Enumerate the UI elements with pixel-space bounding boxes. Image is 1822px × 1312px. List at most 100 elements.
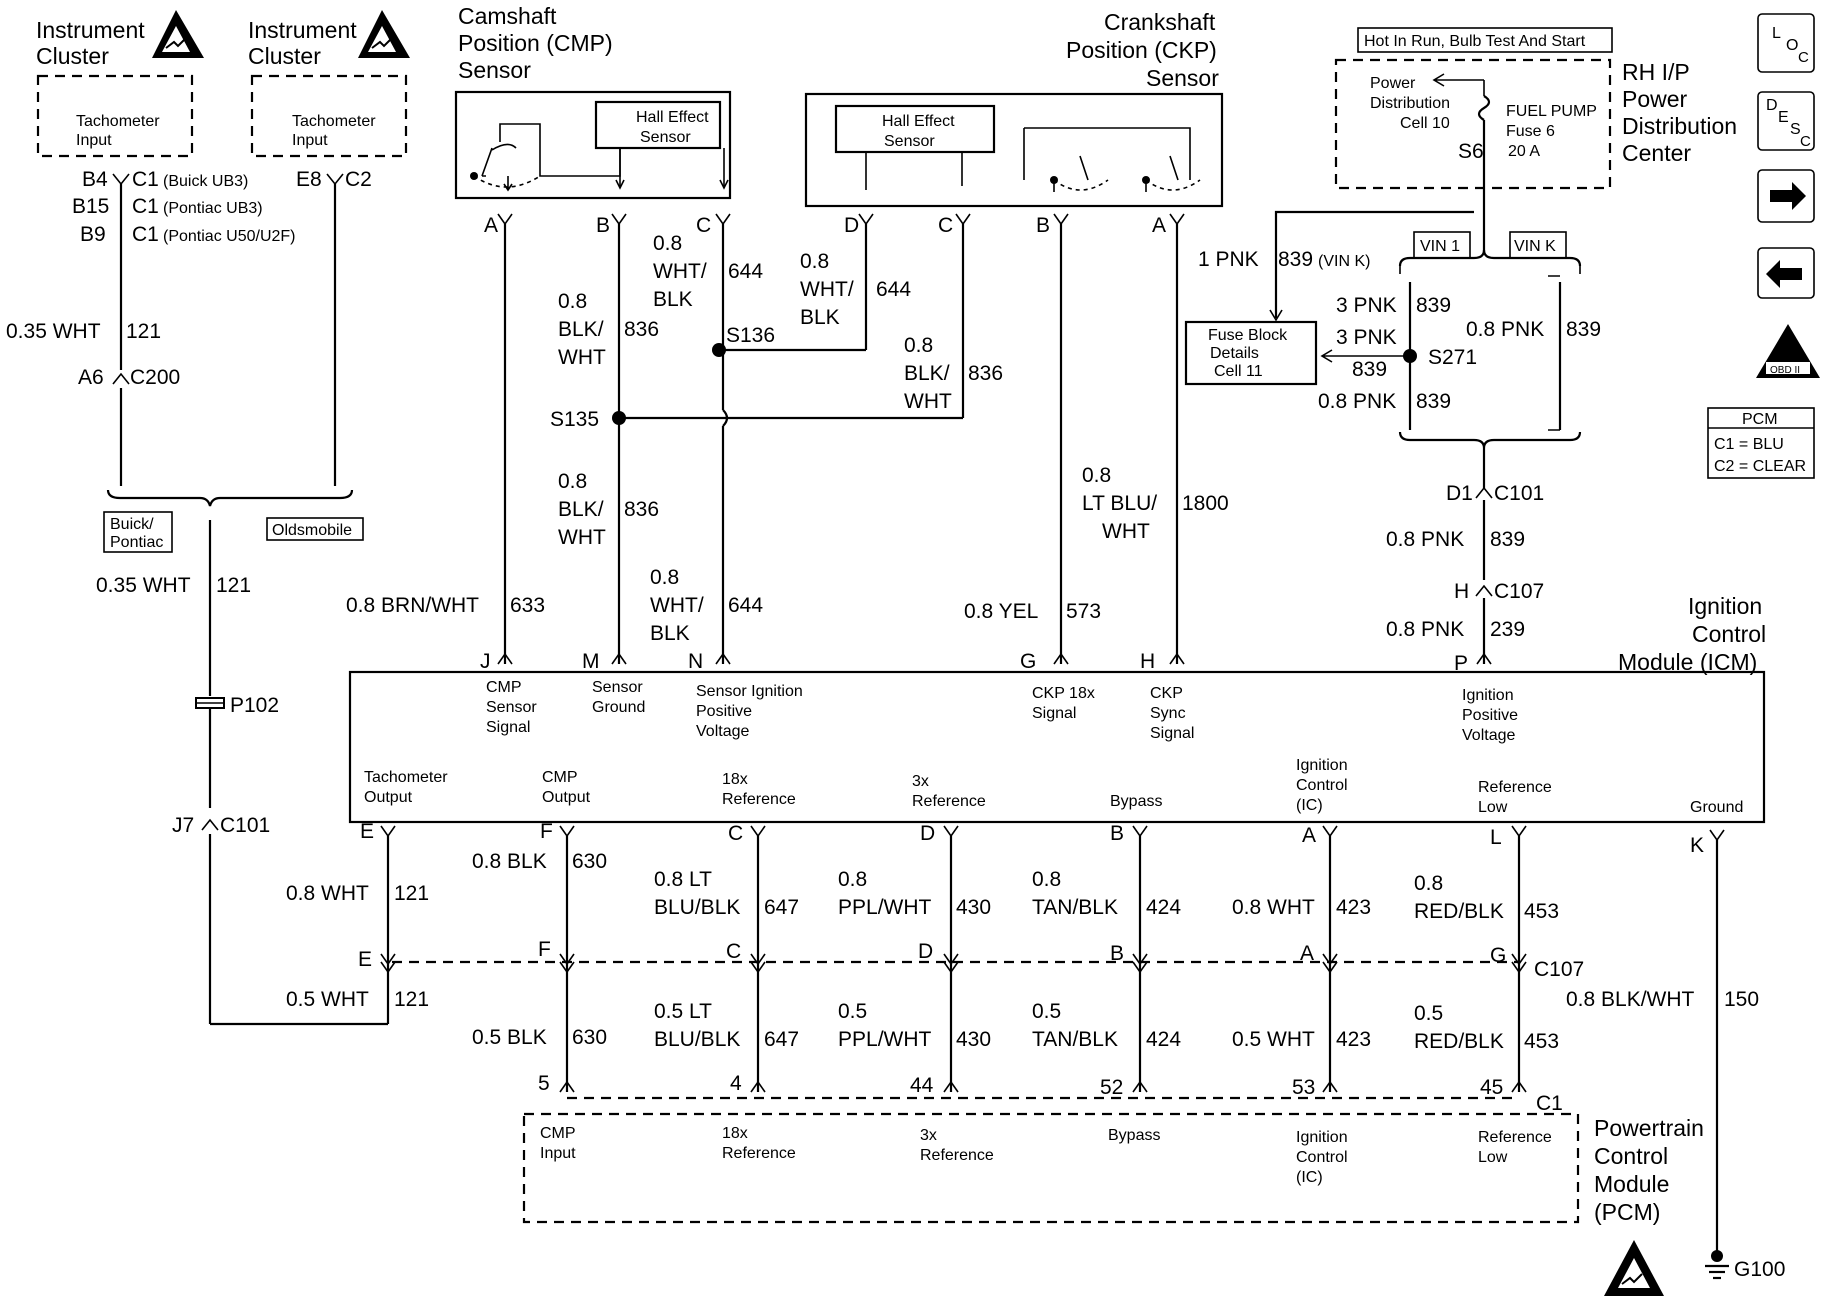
svg-text:Module (ICM): Module (ICM) [1618,649,1757,675]
svg-text:Bypass: Bypass [1108,1127,1160,1144]
svg-text:0.8 LT: 0.8 LT [654,868,712,891]
svg-text:WHT: WHT [558,526,606,549]
svg-text:0.8: 0.8 [904,334,933,357]
pcm-pin-labels: CMP Input 18x Reference 3x Reference Byp… [540,1125,1552,1186]
svg-text:Voltage: Voltage [696,723,749,740]
svg-text:Hall Effect: Hall Effect [882,113,955,130]
svg-text:3x: 3x [920,1127,937,1144]
svg-text:VIN K: VIN K [1514,238,1556,255]
svg-text:Sensor: Sensor [1146,65,1219,91]
svg-text:Signal: Signal [1150,725,1194,742]
icm-top-pins: J CMP Sensor Signal M Sensor Ground N Se… [480,650,1518,744]
svg-text:0.5: 0.5 [1414,1002,1443,1025]
svg-text:C101: C101 [220,814,270,837]
svg-text:839: 839 [1416,390,1451,413]
svg-text:FUEL PUMP: FUEL PUMP [1506,103,1597,120]
svg-text:839: 839 [1566,318,1601,341]
svg-text:Ignition: Ignition [1296,1129,1348,1146]
svg-text:B: B [1110,822,1124,845]
svg-text:N: N [688,650,703,673]
svg-text:0.35 WHT: 0.35 WHT [96,574,191,597]
svg-text:A: A [484,214,498,237]
svg-text:1800: 1800 [1182,492,1229,515]
svg-text:Oldsmobile: Oldsmobile [272,522,352,539]
svg-text:PPL/WHT: PPL/WHT [838,896,932,919]
svg-text:839: 839 [1278,248,1313,271]
svg-text:WHT/: WHT/ [653,260,707,283]
svg-text:C: C [728,822,743,845]
svg-text:644: 644 [728,594,763,617]
svg-text:RED/BLK: RED/BLK [1414,1030,1504,1053]
wire-121-top-size: 0.35 WHT [6,320,101,343]
svg-text:L: L [1772,25,1781,42]
svg-text:121: 121 [394,988,429,1011]
svg-text:C: C [726,940,741,963]
svg-text:D: D [918,940,933,963]
svg-text:VIN 1: VIN 1 [1420,238,1460,255]
svg-text:Input: Input [76,132,112,149]
svg-text:Reference: Reference [722,1145,796,1162]
svg-text:BLU/BLK: BLU/BLK [654,896,740,919]
svg-text:J: J [480,650,491,673]
svg-text:Sensor: Sensor [486,699,537,716]
svg-text:Reference: Reference [912,793,986,810]
svg-text:0.8: 0.8 [653,232,682,255]
svg-text:630: 630 [572,1026,607,1049]
pcm-c1-pins: 5 4 44 52 53 45 C1 [538,1072,1563,1115]
svg-text:0.5 WHT: 0.5 WHT [1232,1028,1315,1051]
svg-text:Cluster: Cluster [36,43,109,69]
svg-text:O: O [1786,37,1798,54]
svg-text:0.5 BLK: 0.5 BLK [472,1026,547,1049]
svg-text:0.8 PNK: 0.8 PNK [1318,390,1396,413]
svg-text:839: 839 [1352,358,1387,381]
svg-text:836: 836 [624,318,659,341]
svg-text:Cluster: Cluster [248,43,321,69]
svg-text:E8: E8 [296,168,322,191]
cluster-connectors: B4 C1 (Buick UB3) B15 C1 (Pontiac UB3) B… [72,168,372,246]
svg-text:630: 630 [572,850,607,873]
wire-121-top-circuit: 121 [126,320,161,343]
svg-text:0.8 WHT: 0.8 WHT [1232,896,1315,919]
svg-text:BLK/: BLK/ [558,318,604,341]
svg-text:0.8 PNK: 0.8 PNK [1386,618,1464,641]
description-icon: D E S C [1757,91,1815,151]
svg-text:Low: Low [1478,799,1508,816]
svg-text:RH I/P: RH I/P [1622,59,1690,85]
svg-text:PPL/WHT: PPL/WHT [838,1028,932,1051]
svg-text:BLK: BLK [653,288,693,311]
svg-text:647: 647 [764,896,799,919]
svg-text:C: C [1800,133,1811,150]
svg-text:644: 644 [728,260,763,283]
svg-text:(IC): (IC) [1296,797,1323,814]
svg-text:Positive: Positive [1462,707,1518,724]
svg-text:Center: Center [1622,140,1691,166]
svg-text:Fuse 6: Fuse 6 [1506,123,1555,140]
powertrain-control-module [522,1112,1580,1224]
svg-text:Hall Effect: Hall Effect [636,109,709,126]
esd-warning-icon [358,10,410,58]
svg-text:Output: Output [364,789,413,806]
svg-text:0.8: 0.8 [800,250,829,273]
svg-text:BLU/BLK: BLU/BLK [654,1028,740,1051]
svg-text:0.8 BLK/WHT: 0.8 BLK/WHT [1566,988,1695,1011]
svg-text:0.8 BRN/WHT: 0.8 BRN/WHT [346,594,479,617]
svg-text:Fuse Block: Fuse Block [1208,327,1288,344]
svg-text:1 PNK: 1 PNK [1198,248,1259,271]
svg-text:D: D [1766,97,1778,114]
svg-text:P: P [1454,652,1468,675]
svg-text:Positive: Positive [696,703,752,720]
svg-text:20 A: 20 A [1508,143,1540,160]
svg-text:(VIN K): (VIN K) [1318,253,1370,270]
svg-text:B9: B9 [80,223,106,246]
svg-text:S271: S271 [1428,346,1477,369]
svg-text:Sensor: Sensor [884,133,935,150]
svg-text:E: E [358,948,372,971]
svg-text:C2 = CLEAR: C2 = CLEAR [1714,458,1806,475]
svg-text:S135: S135 [550,408,599,431]
svg-text:G: G [1490,944,1506,967]
svg-text:3 PNK: 3 PNK [1336,326,1397,349]
svg-text:Control: Control [1692,621,1766,647]
svg-text:WHT/: WHT/ [650,594,704,617]
svg-text:Tachometer: Tachometer [292,113,376,130]
svg-text:C: C [938,214,953,237]
